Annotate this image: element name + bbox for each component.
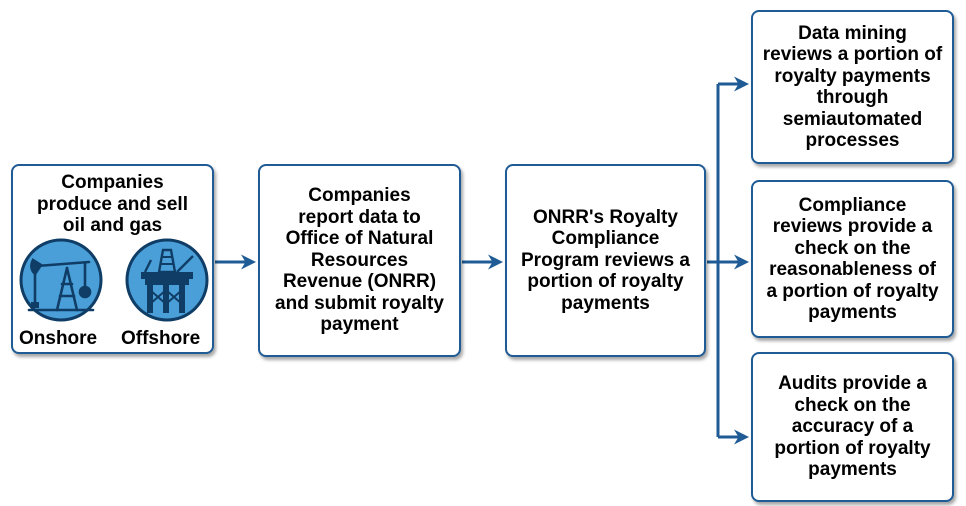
onshore-label: Onshore — [19, 328, 98, 349]
audits-box: Audits provide a check on the accuracy o… — [751, 352, 954, 502]
report-data-box: Companies report data to Office of Natur… — [258, 164, 461, 357]
compliance-program-box: ONRR's Royalty Compliance Program review… — [505, 164, 706, 357]
compliance-reviews-box: Compliance reviews provide a check on th… — [751, 180, 954, 338]
offshore-oil-platform-icon — [125, 238, 209, 322]
companies-produce-text: Companies produce and sell oil and gas — [37, 172, 188, 236]
offshore-label: Offshore — [121, 328, 201, 349]
report-data-text: Companies report data to Office of Natur… — [275, 185, 444, 336]
audits-text: Audits provide a check on the accuracy o… — [774, 373, 931, 481]
compliance-reviews-text: Compliance reviews provide a check on th… — [766, 194, 939, 324]
companies-produce-box: Companies produce and sell oil and gas — [11, 164, 214, 354]
oil-pumpjack-icon — [19, 238, 103, 322]
data-mining-box: Data mining reviews a portion of royalty… — [751, 10, 954, 164]
data-mining-text: Data mining reviews a portion of royalty… — [762, 22, 943, 152]
compliance-program-text: ONRR's Royalty Compliance Program review… — [521, 206, 690, 314]
